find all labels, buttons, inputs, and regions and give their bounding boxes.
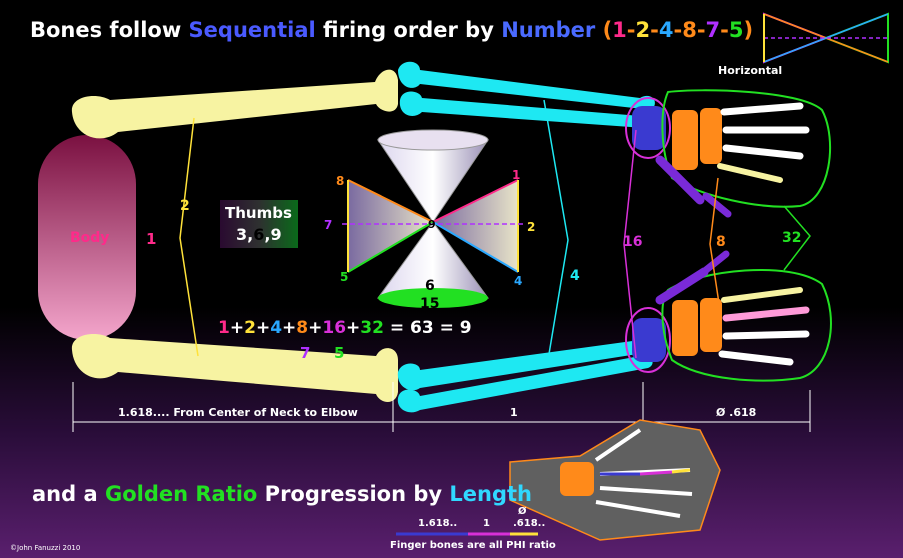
tri-1-label: 1 <box>512 168 521 182</box>
seq-4: 4 <box>658 18 674 42</box>
thumbs-comma: , <box>247 225 254 244</box>
heading-number: Number <box>501 18 596 42</box>
tri-4-label: 4 <box>514 274 523 288</box>
label-4: 4 <box>570 268 580 284</box>
seq-8: 8 <box>682 18 697 42</box>
tri-8-label: 8 <box>336 174 345 188</box>
legend-b: 1 <box>483 518 490 529</box>
legend-a: 1.618.. <box>418 518 458 529</box>
eq-result: = 63 = 9 <box>383 318 472 338</box>
equation: 1+2+4+8+16+32 = 63 = 9 <box>218 318 472 338</box>
dimension-left-label: 1.618.... From Center of Neck to Elbow <box>118 406 358 419</box>
heading-seq-close: ) <box>743 18 754 42</box>
thumbs-box <box>220 200 298 248</box>
eq-plus: + <box>229 318 245 338</box>
heading-seq-open: ( <box>602 18 613 42</box>
legend-caption: Finger bones are all PHI ratio <box>390 540 556 551</box>
eq-plus: + <box>308 318 323 338</box>
body-shape <box>38 135 136 340</box>
seq-7: 7 <box>705 18 721 42</box>
footer-part1: and a <box>32 482 98 506</box>
copyright: ©John Fanuzzi 2010 <box>10 544 81 552</box>
thumbs-values: 3,6,9 <box>236 225 282 244</box>
dimension-lines <box>72 382 811 432</box>
seq-dash: - <box>696 18 706 42</box>
label-32: 32 <box>782 230 802 246</box>
eq-plus: + <box>282 318 297 338</box>
dimension-right-label: Ø .618 <box>716 406 757 419</box>
eq-sub-5: 5 <box>334 344 345 362</box>
hand-top <box>625 89 832 218</box>
seq-1: 1 <box>612 18 627 42</box>
label-1: 1 <box>146 230 157 248</box>
legend-c: .618.. <box>513 518 546 529</box>
seq-5: 5 <box>728 18 744 42</box>
cone-top-label: 3, 12 <box>424 116 461 131</box>
heading-part3: firing order by <box>323 18 494 42</box>
thumbs-6: 6 <box>253 225 265 244</box>
seq-dash: - <box>720 18 729 42</box>
eq-4: 4 <box>270 318 283 338</box>
hand-bottom <box>625 250 832 382</box>
tri-2-label: 2 <box>527 220 536 234</box>
footer-heading: and a Golden Ratio Progression by Length <box>32 482 532 506</box>
cone-15-label: 15 <box>420 296 440 312</box>
horizontal-bowtie-icon <box>763 12 889 64</box>
heading-sequential: Sequential <box>188 18 316 42</box>
eq-32: 32 <box>360 318 384 338</box>
bracket-lines <box>179 99 811 361</box>
thumbs-title: Thumbs <box>225 204 292 222</box>
eq-plus: + <box>255 318 271 338</box>
legend-phi: Ø <box>518 506 527 517</box>
footer-length: Length <box>449 482 533 506</box>
seq-dash: - <box>626 18 636 42</box>
seq-2: 2 <box>635 18 651 42</box>
cone-6-label: 6 <box>425 278 435 294</box>
eq-plus: + <box>346 318 361 338</box>
body-label: Body <box>70 230 110 246</box>
xray-hand-image <box>509 419 721 541</box>
footer-golden-ratio: Golden Ratio <box>104 482 258 506</box>
eq-16: 16 <box>322 318 347 338</box>
thumbs-comma: , <box>264 225 271 244</box>
dimension-middle-label: 1 <box>510 406 518 419</box>
label-16: 16 <box>623 234 643 250</box>
thumbs-3: 3 <box>236 225 248 244</box>
label-8: 8 <box>716 234 726 250</box>
heading-part1: Bones follow <box>30 18 182 42</box>
tri-9-label: 9 <box>428 218 436 231</box>
eq-1: 1 <box>218 318 230 338</box>
forearm-bones-bottom <box>397 338 655 413</box>
central-cone-figure <box>342 129 524 308</box>
tri-5-label: 5 <box>340 270 349 284</box>
thumbs-9: 9 <box>270 225 282 244</box>
forearm-bones-top <box>398 61 655 128</box>
horizontal-label: Horizontal <box>718 64 783 77</box>
upper-arm-bone-top <box>71 69 398 139</box>
seq-dash: - <box>650 18 659 42</box>
footer-part3: Progression by <box>264 482 443 506</box>
label-2: 2 <box>180 198 190 214</box>
eq-sub-7: 7 <box>300 344 311 362</box>
heading: Bones follow Sequential firing order by … <box>30 18 753 42</box>
eq-2: 2 <box>244 318 256 338</box>
upper-arm-bone-bottom <box>71 334 398 402</box>
eq-8: 8 <box>296 318 309 338</box>
seq-dash: - <box>673 18 683 42</box>
tri-7-label: 7 <box>324 218 333 232</box>
